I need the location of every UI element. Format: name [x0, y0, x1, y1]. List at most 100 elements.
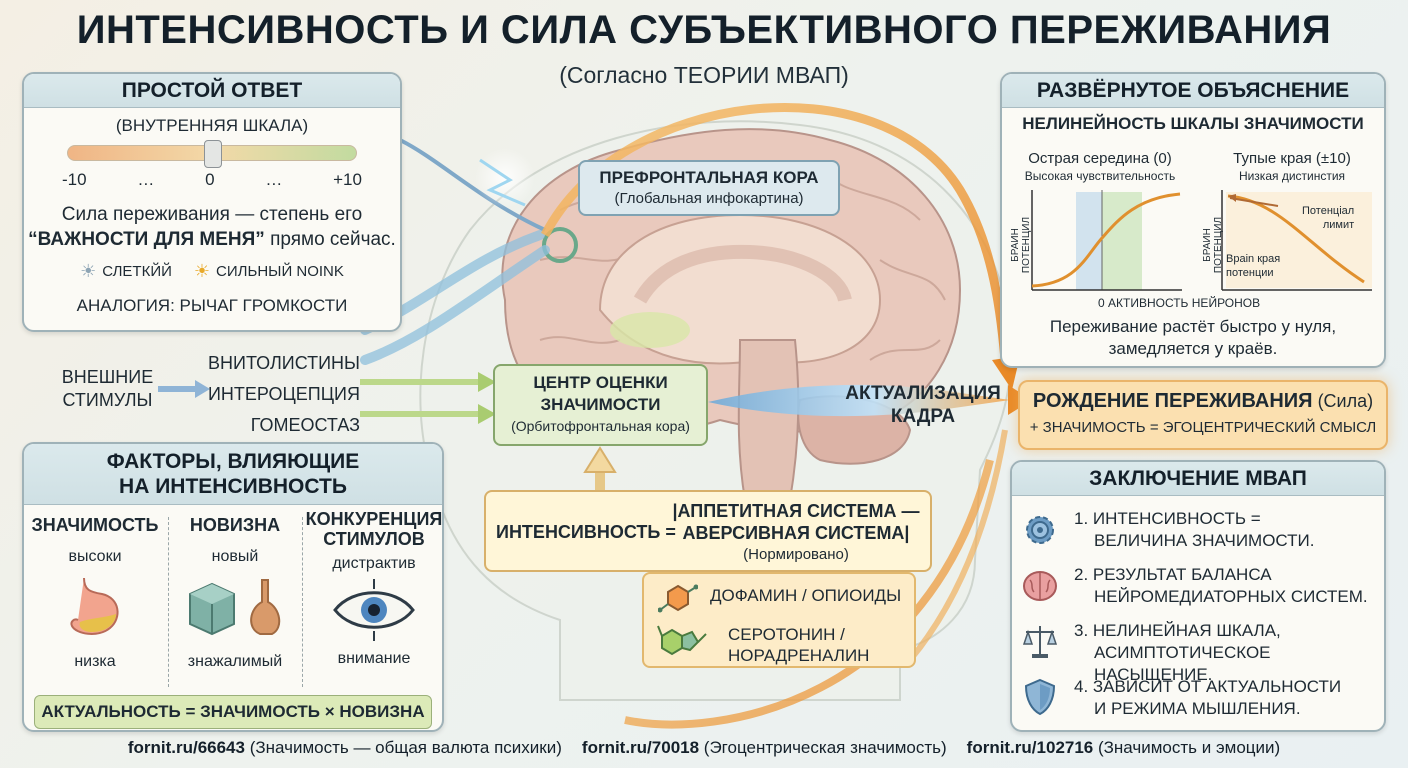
expanded-summary-line2: замедляется у краёв.: [1108, 339, 1278, 358]
relevance-formula: АКТУАЛЬНОСТЬ = ЗНАЧИМОСТЬ × НОВИЗНА: [34, 695, 432, 729]
importance-emphasis: “ВАЖНОСТИ ДЛЯ МЕНЯ”: [28, 229, 265, 250]
center-title-line2: ЗНАЧИМОСТИ: [540, 395, 661, 414]
stomach-icon: [70, 577, 119, 635]
factor-significance-bottom: низка: [74, 653, 116, 670]
birth-title-suffix: (Сила): [1312, 391, 1374, 411]
expanded-summary: Переживание растёт быстро у нуля, замедл…: [1002, 316, 1384, 360]
conclusion-item-2: 2. РЕЗУЛЬТАТ БАЛАНСА НЕЙРОМЕДИАТОРНЫХ СИ…: [1022, 564, 1382, 614]
neuromediators-box: ДОФАМИН / ОПИОИДЫ СЕРОТОНИН / НОРАДРЕНАЛ…: [642, 572, 916, 668]
center-sub: (Орбитофронтальная кора): [511, 418, 690, 434]
saturation-graph: [1221, 190, 1372, 291]
simple-answer-heading: ПРОСТОЙ ОТВЕТ: [24, 74, 400, 108]
scales-icon: [1022, 626, 1058, 658]
frame-actualization-label: АКТУАЛИЗАЦИЯ КАДРА: [838, 382, 1008, 428]
right-graph-title: Тупые края (±10): [1233, 150, 1351, 167]
sigmoid-graph: [1031, 190, 1182, 291]
scale-label: (ВНУТРЕННЯЯ ШКАЛА): [115, 116, 309, 135]
external-stimuli-line2: СТИМУЛЫ: [62, 390, 153, 410]
intensity-formula-box: ИНТЕНСИВНОСТЬ = |АППЕТИТНАЯ СИСТЕМА — АВ…: [484, 490, 932, 572]
factor-significance-top: высоки: [68, 548, 122, 565]
edge-potential-line1: Врain края: [1226, 253, 1281, 265]
factors-panel: ФАКТОРЫ, ВЛИЯЮЩИЕ НА ИНТЕНСИВНОСТЬ ЗНАЧИ…: [22, 442, 444, 732]
left-graph-caption: Острая середина (0) Высокая чувствительн…: [1010, 150, 1190, 183]
serotonin-line2: НОРАДРЕНАЛИН: [728, 646, 870, 665]
factor-novelty-top: новый: [211, 548, 259, 565]
expanded-explanation-panel: РАЗВЁРНУТОЕ ОБЪЯСНЕНИЕ НЕЛИНЕЙНОСТЬ ШКАЛ…: [1000, 72, 1386, 368]
expanded-summary-line1: Переживание растёт быстро у нуля,: [1049, 317, 1337, 336]
footer-link-2[interactable]: fornit.ru/70018 (Эгоцентрическая значимо…: [582, 738, 947, 758]
edge-potential-line2: потенции: [1226, 267, 1274, 279]
right-graph-caption: Тупые края (±10) Низкая дистинстия: [1202, 150, 1382, 183]
actualization-line2: КАДРА: [890, 406, 956, 427]
input-item-1: ВНИТОЛИСТИНЫ: [208, 353, 360, 373]
conclusion-item-1-line2: ВЕЛИЧИНА ЗНАЧИМОСТИ.: [1094, 531, 1315, 550]
tick-min: -10: [62, 170, 87, 189]
significance-center-box: ЦЕНТР ОЦЕНКИ ЗНАЧИМОСТИ (Орбитофронтальн…: [493, 364, 708, 446]
scale-ticks: -10 … 0 … +10: [62, 170, 362, 190]
simple-text-rest: прямо сейчас.: [264, 229, 396, 250]
conclusion-item-1: 1. ИНТЕНСИВНОСТЬ = ВЕЛИЧИНА ЗНАЧИМОСТИ.: [1022, 508, 1382, 558]
page-title: ИНТЕНСИВНОСТЬ И СИЛА СУБЪЕКТИВНОГО ПЕРЕЖ…: [76, 8, 1332, 52]
simple-answer-panel: ПРОСТОЙ ОТВЕТ (ВНУТРЕННЯЯ ШКАЛА) -10 … 0…: [22, 72, 402, 332]
factor-significance: ЗНАЧИМОСТЬ высоки низка: [24, 515, 166, 671]
factor-novelty-title: НОВИЗНА: [189, 515, 281, 535]
weak-strong-row: ☀ СЛЕТКЙЙ ☀ СИЛЬНЫЙ NOINK: [24, 261, 400, 282]
intensity-label: ИНТЕНСИВНОСТЬ =: [496, 522, 676, 542]
right-graph-sub: Низкая дистинстия: [1238, 169, 1346, 183]
input-item-2: ИНТЕРОЦЕПЦИЯ: [207, 384, 360, 404]
factor-divider-1: [168, 517, 169, 687]
factor-significance-title: ЗНАЧИМОСТЬ: [31, 515, 159, 535]
gear-icon: [1026, 516, 1054, 544]
internal-scale-slider: [67, 140, 357, 168]
factors-heading-line2: НА ИНТЕНСИВНОСТЬ: [119, 475, 347, 498]
shield-icon: [1024, 678, 1056, 716]
simple-text-line1: Сила переживания — степень его: [61, 204, 363, 225]
footer-link-2-url: fornit.ru/70018: [581, 738, 700, 757]
footer-link-1-url: fornit.ru/66643: [127, 738, 245, 757]
factors-heading: ФАКТОРЫ, ВЛИЯЮЩИЕ НА ИНТЕНСИВНОСТЬ: [24, 444, 442, 505]
footer-link-1-desc: (Значимость — общая валюта психики): [244, 738, 562, 757]
tick-max: +10: [333, 170, 362, 189]
birth-title: РОЖДЕНИЕ ПЕРЕЖИВАНИЯ (Сила): [1020, 390, 1386, 413]
serotonin-line1: СЕРОТОНИН /: [728, 625, 845, 644]
factor-competition: КОНКУРЕНЦИЯ СТИМУЛОВ дистрактив внимание: [304, 509, 442, 668]
footer-link-3-url: fornit.ru/102716: [966, 738, 1094, 757]
eye-icon: [333, 579, 415, 641]
tick-zero: 0: [205, 170, 215, 189]
left-y-label: БРАИН ПОТЕНЦИЛ: [1010, 216, 1032, 274]
aversive-line: АВЕРСИВНАЯ СИСТЕМА|: [682, 523, 910, 543]
factors-heading-line1: ФАКТОРЫ, ВЛИЯЮЩИЕ: [106, 450, 360, 473]
conclusion-item-4-line2: И РЕЖИМА МЫШЛЕНИЯ.: [1094, 699, 1301, 718]
intensity-expression: |АППЕТИТНАЯ СИСТЕМА — АВЕРСИВНАЯ СИСТЕМА…: [666, 500, 926, 563]
conclusion-item-2-line2: НЕЙРОМЕДИАТОРНЫХ СИСТЕМ.: [1094, 587, 1368, 606]
conclusion-heading: ЗАКЛЮЧЕНИЕ МВАП: [1012, 462, 1384, 496]
conclusion-item-2-line1: 2. РЕЗУЛЬТАТ БАЛАНСА: [1074, 565, 1272, 584]
factor-columns: ЗНАЧИМОСТЬ высоки низка НОВИЗНА новый зн…: [24, 505, 442, 695]
prefrontal-title: ПРЕФРОНТАЛЬНАЯ КОРА: [599, 168, 819, 187]
right-graph-note-top: Потенціал лимит: [1302, 204, 1354, 232]
footer-link-3[interactable]: fornit.ru/102716 (Значимость и эмоции): [967, 738, 1281, 758]
footer-link-1[interactable]: fornit.ru/66643 (Значимость — общая валю…: [128, 738, 562, 758]
simple-text-line2: “ВАЖНОСТИ ДЛЯ МЕНЯ” прямо сейчас.: [24, 229, 400, 251]
factor-novelty: НОВИЗНА новый знажалимый: [170, 515, 300, 671]
analogy-text: АНАЛОГИЯ: РЫЧАГ ГРОМКОСТИ: [76, 296, 348, 315]
factor-novelty-bottom: знажалимый: [187, 653, 283, 670]
conclusion-item-4-line1: 4. ЗАВИСИТ ОТ АКТУАЛЬНОСТИ: [1074, 677, 1342, 696]
dopamine-label: ДОФАМИН / ОПИОИДЫ: [710, 586, 902, 605]
footer-links: fornit.ru/66643 (Значимость — общая валю…: [0, 738, 1408, 758]
appetitive-line: |АППЕТИТНАЯ СИСТЕМА —: [672, 501, 920, 521]
actualization-line1: АКТУАЛИЗАЦИЯ: [845, 383, 1001, 404]
tick-ellipsis-left: …: [137, 170, 155, 189]
brain-icon: [1023, 571, 1057, 601]
left-graph-sub: Высокая чувствительность: [1024, 169, 1176, 183]
page-subtitle: (Согласно ТЕОРИИ МВАП): [559, 62, 849, 88]
nonlinearity-subheading: НЕЛИНЕЙНОСТЬ ШКАЛЫ ЗНАЧИМОСТИ: [1022, 114, 1364, 133]
footer-link-2-desc: (Эгоцентрическая значимость): [699, 738, 947, 757]
strong-lamp-icon: ☀: [193, 261, 211, 281]
prefrontal-sub: (Глобальная инфокартина): [614, 190, 804, 207]
prefrontal-box: ПРЕФРОНТАЛЬНАЯ КОРА (Глобальная инфокарт…: [578, 160, 840, 216]
footer-link-3-desc: (Значимость и эмоции): [1093, 738, 1281, 757]
tick-ellipsis-right: …: [265, 170, 283, 189]
dopamine-molecule-icon: [658, 584, 698, 613]
conclusion-item-1-line1: 1. ИНТЕНСИВНОСТЬ =: [1074, 509, 1261, 528]
